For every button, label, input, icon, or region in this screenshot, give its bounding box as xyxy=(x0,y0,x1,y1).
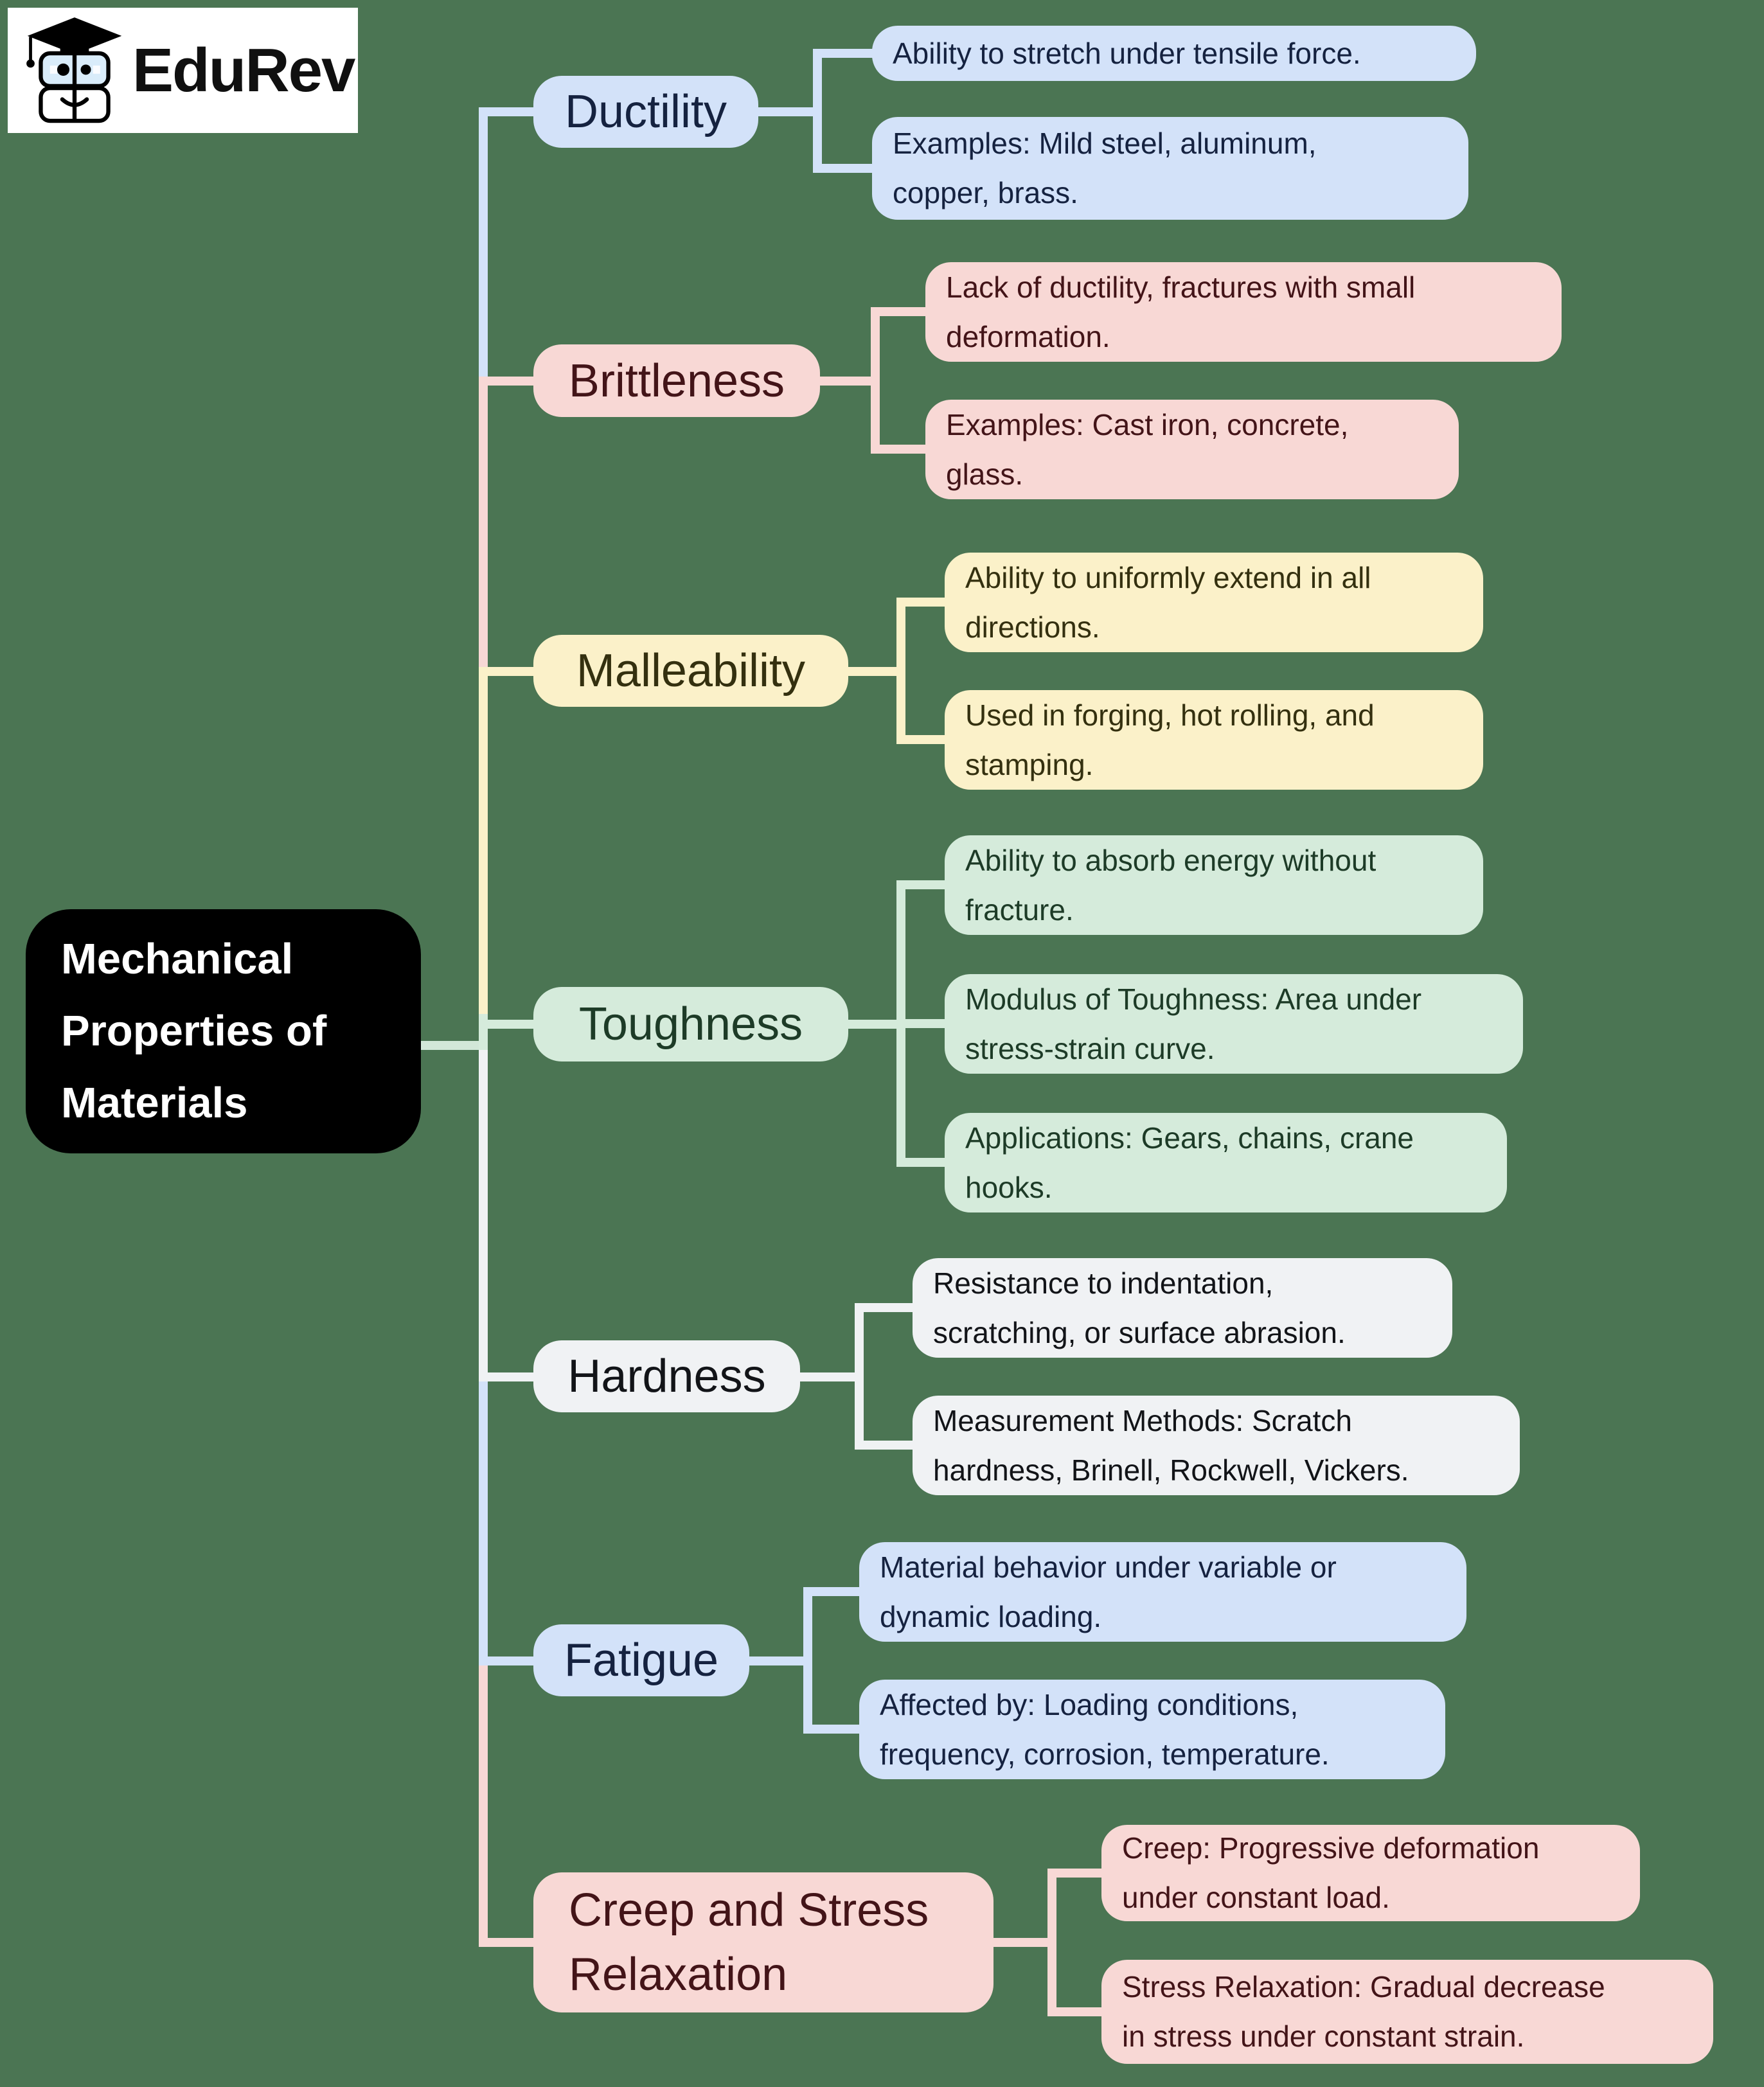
connector xyxy=(855,1441,914,1450)
connector xyxy=(803,1587,861,1596)
connector xyxy=(896,598,905,744)
connector xyxy=(993,1938,1056,1947)
connector xyxy=(813,49,822,173)
connector xyxy=(813,49,874,58)
branch-node-hardness: Hardness xyxy=(533,1340,800,1412)
branch-node-ductility: Ductility xyxy=(533,76,758,148)
spine-segment-creep xyxy=(479,1661,488,1947)
connector-branch xyxy=(479,1656,537,1665)
child-note: Material behavior under variable or dyna… xyxy=(859,1542,1466,1642)
connector xyxy=(896,1019,948,1028)
spine-segment-brittleness xyxy=(479,381,488,671)
connector xyxy=(855,1303,914,1312)
connector xyxy=(758,107,822,116)
connector-branch xyxy=(479,377,537,386)
branch-node-brittleness: Brittleness xyxy=(533,344,820,417)
connector xyxy=(803,1725,861,1734)
connector xyxy=(1047,2007,1105,2016)
connector xyxy=(813,164,874,173)
child-note: Examples: Cast iron, concrete, glass. xyxy=(925,400,1459,499)
connector-branch xyxy=(479,1938,537,1947)
connector xyxy=(749,1656,812,1665)
child-note: Ability to uniformly extend in all direc… xyxy=(945,553,1483,652)
spine-segment-malleability xyxy=(479,671,488,1014)
connector xyxy=(896,1158,948,1167)
branch-node-malleability: Malleability xyxy=(533,635,848,707)
child-note: Creep: Progressive deformation under con… xyxy=(1101,1825,1640,1921)
connector xyxy=(1047,1869,1105,1878)
root-node: Mechanical Properties of Materials xyxy=(26,909,421,1153)
connector xyxy=(871,307,880,454)
edurev-logo[interactable]: EduRev xyxy=(8,8,358,133)
child-note: Resistance to indentation, scratching, o… xyxy=(913,1258,1452,1358)
child-note: Examples: Mild steel, aluminum, copper, … xyxy=(872,117,1468,220)
child-note: Affected by: Loading conditions, frequen… xyxy=(859,1680,1445,1779)
connector-root xyxy=(421,1041,488,1050)
child-note: Stress Relaxation: Gradual decrease in s… xyxy=(1101,1960,1713,2064)
child-note: Measurement Methods: Scratch hardness, B… xyxy=(913,1396,1520,1495)
connector xyxy=(896,598,948,607)
child-note: Ability to stretch under tensile force. xyxy=(872,26,1476,81)
connector xyxy=(871,307,927,316)
spine-segment-ductility xyxy=(479,107,488,381)
connector xyxy=(800,1372,864,1381)
child-note: Applications: Gears, chains, crane hooks… xyxy=(945,1113,1507,1212)
connector xyxy=(848,667,905,676)
edurev-brand-text: EduRev xyxy=(132,35,355,105)
child-note: Modulus of Toughness: Area under stress-… xyxy=(945,974,1523,1074)
connector xyxy=(855,1303,864,1450)
connector xyxy=(803,1587,812,1734)
spine-segment-fatigue xyxy=(479,1377,488,1661)
connector xyxy=(871,445,927,454)
connector xyxy=(896,880,948,889)
branch-node-creep: Creep and Stress Relaxation xyxy=(533,1872,993,2012)
branch-node-fatigue: Fatigue xyxy=(533,1624,749,1696)
spine-segment-hardness xyxy=(479,1050,488,1377)
connector xyxy=(820,377,880,386)
connector-branch xyxy=(479,1372,537,1381)
child-note: Ability to absorb energy without fractur… xyxy=(945,835,1483,935)
branch-node-toughness: Toughness xyxy=(533,987,848,1061)
edurev-mascot-icon xyxy=(26,17,122,123)
connector-branch xyxy=(479,107,537,116)
connector xyxy=(848,1020,905,1029)
child-note: Used in forging, hot rolling, and stampi… xyxy=(945,690,1483,790)
child-note: Lack of ductility, fractures with small … xyxy=(925,262,1562,362)
connector-branch xyxy=(479,667,537,676)
connector-branch xyxy=(479,1020,537,1029)
connector xyxy=(896,735,948,744)
connector xyxy=(1047,1869,1056,2016)
